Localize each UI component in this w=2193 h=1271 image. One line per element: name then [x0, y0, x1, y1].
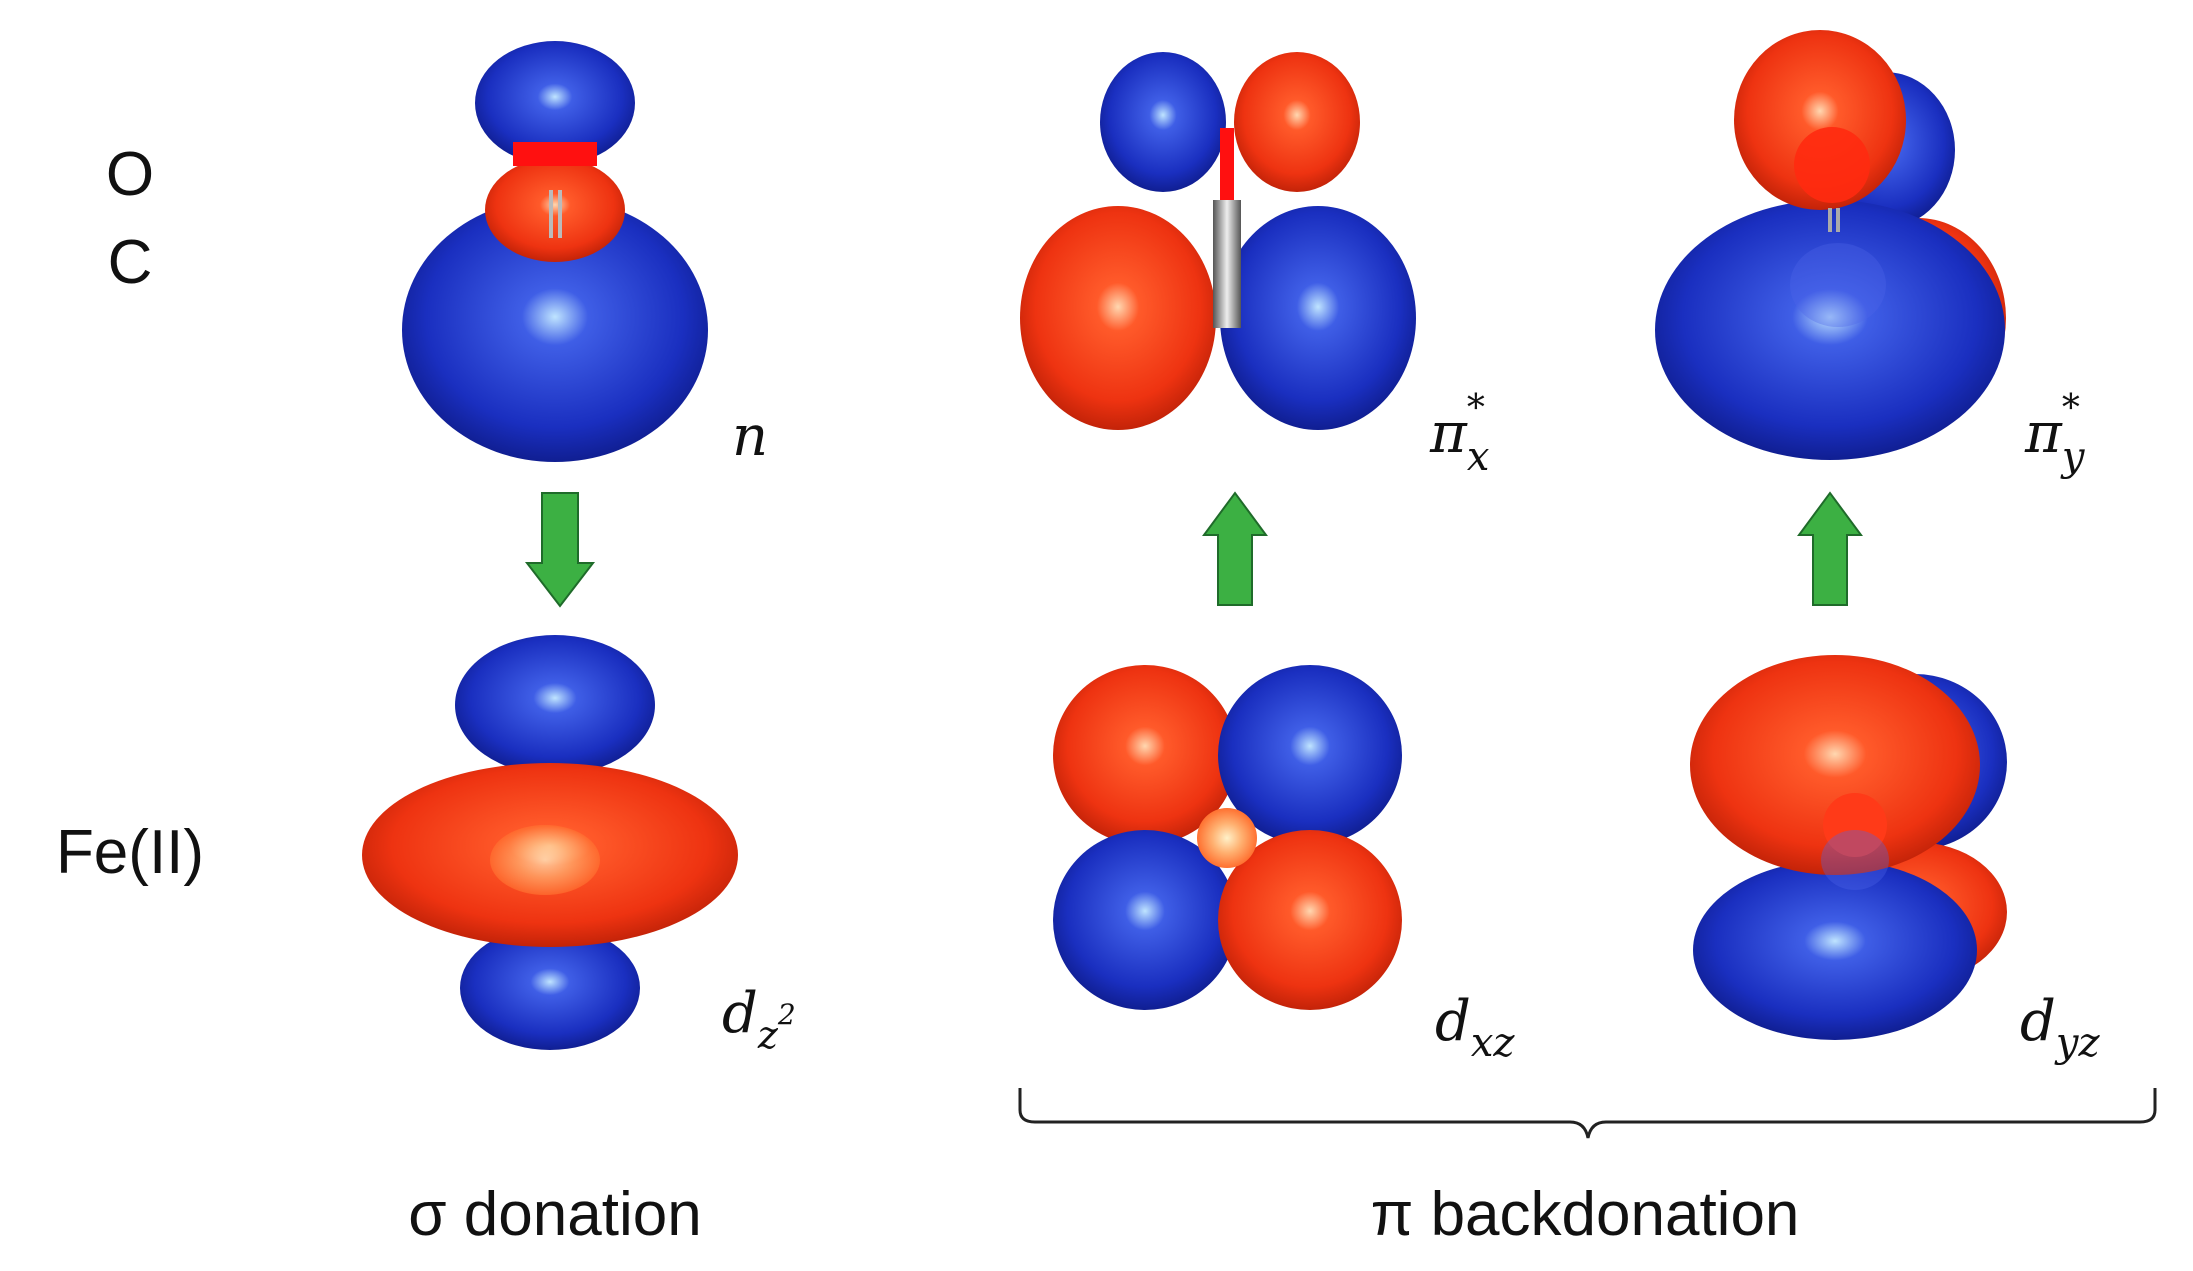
pi-x-orbital-label: π*x — [1429, 388, 1489, 480]
iron-label: Fe(II) — [56, 818, 204, 887]
sigma-donation-caption: σ donation — [408, 1180, 701, 1249]
dxz-orbital-label: dxz — [1435, 989, 1515, 1066]
n-orbital — [402, 41, 708, 462]
n-orbital-label: n — [732, 404, 768, 469]
pi-y-orbital — [1655, 30, 2006, 460]
dyz-orbital — [1690, 655, 2007, 1040]
sigma-arrow-down — [524, 492, 596, 608]
dxz-orbital — [1053, 665, 1402, 1010]
pi-y-arrow-up — [1797, 491, 1863, 606]
dyz-orbital-label: dyz — [2020, 989, 2100, 1066]
carbon-label: C — [108, 228, 153, 297]
pi-backdonation-caption: π backdonation — [1371, 1180, 1800, 1249]
dz2-orbital — [362, 635, 738, 1050]
pi-x-arrow-up — [1202, 491, 1268, 606]
pi-backdonation-brace — [1018, 1088, 2157, 1139]
pi-y-orbital-label: π*y — [2024, 388, 2086, 480]
dz2-orbital-label: dz2 — [722, 981, 796, 1057]
pi-x-orbital — [1020, 52, 1416, 430]
oxygen-label: O — [106, 140, 154, 209]
